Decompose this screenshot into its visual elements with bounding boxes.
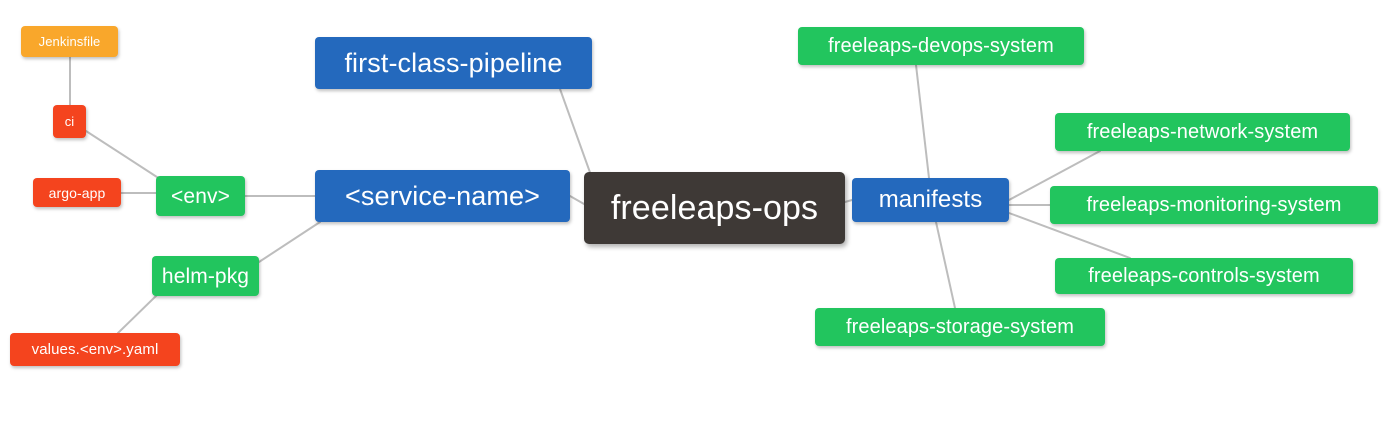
mindmap-node-jenkins[interactable]: Jenkinsfile	[21, 26, 118, 57]
mindmap-node-devops[interactable]: freeleaps-devops-system	[798, 27, 1084, 65]
edge-manifests-to-devops	[915, 64, 930, 179]
mindmap-node-label: freeleaps-monitoring-system	[1086, 194, 1342, 216]
edge-helmpkg-to-valuesyaml	[117, 293, 159, 334]
mindmap-node-ci[interactable]: ci	[53, 105, 86, 138]
edge-service-to-helmpkg	[258, 221, 321, 263]
mindmap-node-helmpkg[interactable]: helm-pkg	[152, 256, 259, 296]
mindmap-node-root[interactable]: freeleaps-ops	[584, 172, 845, 244]
mindmap-node-label: ci	[64, 114, 75, 129]
edge-root-to-service	[569, 195, 585, 205]
mindmap-node-label: freeleaps-devops-system	[828, 35, 1054, 57]
mindmap-node-argoapp[interactable]: argo-app	[33, 178, 121, 207]
mindmap-node-label: <env>	[171, 184, 230, 208]
mindmap-node-label: first-class-pipeline	[344, 47, 563, 78]
edge-env-to-ci	[85, 130, 161, 180]
mindmap-node-label: helm-pkg	[161, 264, 250, 288]
mindmap-node-controls[interactable]: freeleaps-controls-system	[1055, 258, 1353, 294]
mindmap-node-label: values.<env>.yaml	[31, 341, 159, 358]
mindmap-node-label: freeleaps-storage-system	[845, 316, 1075, 338]
mindmap-node-monitoring[interactable]: freeleaps-monitoring-system	[1050, 186, 1378, 224]
mindmap-node-service[interactable]: <service-name>	[315, 170, 570, 222]
mindmap-node-label: <service-name>	[345, 180, 540, 211]
mindmap-node-network[interactable]: freeleaps-network-system	[1055, 113, 1350, 151]
mindmap-node-label: argo-app	[48, 184, 106, 201]
mindmap-node-label: Jenkinsfile	[38, 34, 101, 49]
mindmap-node-label: manifests	[878, 186, 983, 213]
mindmap-node-label: freeleaps-controls-system	[1088, 265, 1320, 287]
mindmap-node-label: freeleaps-network-system	[1086, 121, 1319, 143]
edge-root-to-manifests	[844, 199, 853, 203]
mindmap-node-valuesyaml[interactable]: values.<env>.yaml	[10, 333, 180, 366]
mindmap-node-storage[interactable]: freeleaps-storage-system	[815, 308, 1105, 346]
mindmap-node-label: freeleaps-ops	[610, 189, 819, 227]
mindmap-node-manifests[interactable]: manifests	[852, 178, 1009, 222]
mindmap-node-env[interactable]: <env>	[156, 176, 245, 216]
edge-manifests-to-storage	[935, 221, 956, 309]
mindmap-node-pipeline[interactable]: first-class-pipeline	[315, 37, 592, 89]
edge-root-to-pipeline	[559, 88, 593, 179]
